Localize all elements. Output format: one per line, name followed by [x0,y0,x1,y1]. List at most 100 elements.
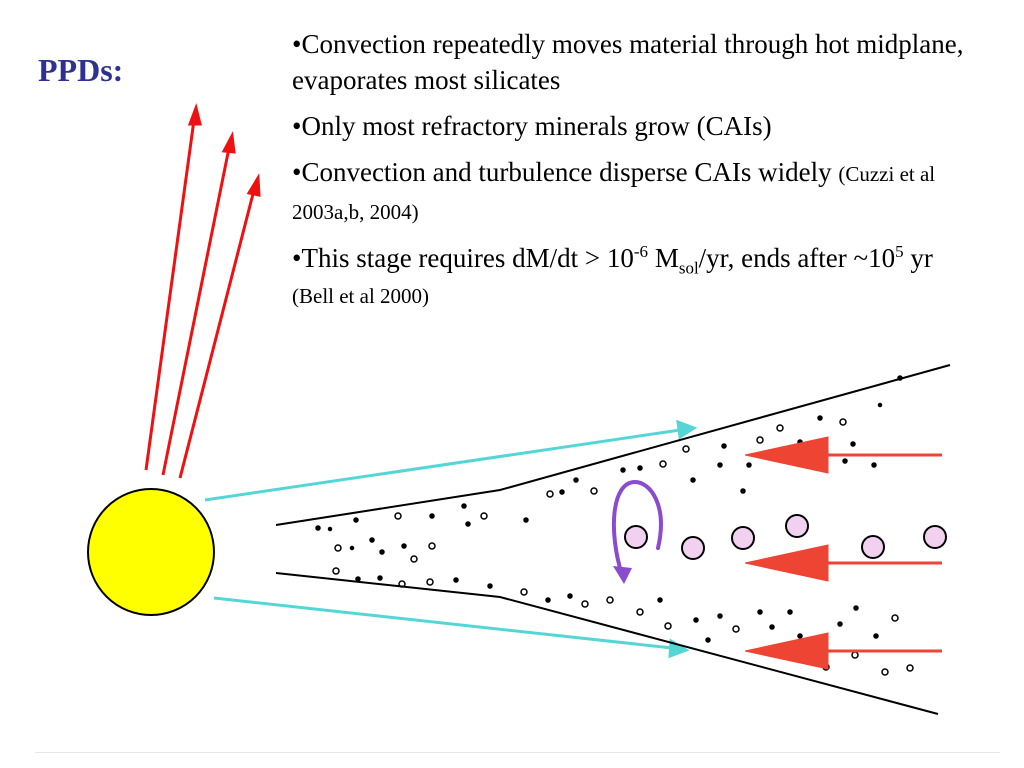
dust-grain [637,465,643,471]
dust-grain [850,441,856,447]
dust-grain [379,549,385,555]
dust-grain [636,608,644,616]
dust-particles [315,375,914,676]
dust-grain [797,633,803,639]
dust-grain [401,543,407,549]
dust-grain [705,637,711,643]
dust-grain [355,576,361,582]
bullet-text: Convection repeatedly moves material thr… [292,29,964,95]
bullet-citation: (Bell et al 2000) [292,284,430,308]
slide-title: PPDs: [38,52,124,88]
dust-grain [581,600,589,608]
dust-grain [891,614,899,622]
dust-grain [732,625,740,633]
disk-upper-edge [275,364,951,526]
bullet-list: •Convection repeatedly moves material th… [292,26,972,324]
dust-grain [428,542,436,550]
dust-grain [334,544,342,552]
inflow-arrows [744,436,942,670]
inflow-arrow-lower [744,632,942,670]
dust-grain [461,503,467,509]
cai [785,514,809,538]
inflow-arrow-middle [744,544,942,582]
dust-grain [659,460,667,468]
dust-grain [567,593,573,599]
dust-grain [606,596,614,604]
cai [731,526,755,550]
bullet-refractory-minerals: •Only most refractory minerals grow (CAI… [292,108,972,144]
dust-grain [426,578,434,586]
dust-grain [873,633,879,639]
radiation-arrow [161,131,236,476]
dust-grain [746,462,752,468]
dust-grain [480,512,488,520]
dust-grain [410,555,418,563]
dust-grain [897,375,903,381]
bullet-text: M [648,243,679,273]
bullet-marker: • [292,29,302,59]
dust-grain [842,458,848,464]
subscript: sol [678,258,699,278]
star [87,488,215,616]
dust-grain [851,651,859,659]
dust-grain [756,436,764,444]
disk-outline [275,364,951,715]
footer-divider [35,752,1000,753]
dust-grain [839,418,847,426]
cai [861,535,885,559]
cai-particles [624,514,947,560]
cai [923,525,947,549]
dust-grain [906,664,914,672]
dust-grain [573,477,579,483]
dust-grain [690,477,696,483]
dust-grain [377,575,383,581]
bullet-marker: • [292,157,302,187]
dust-grain [853,605,859,611]
dust-grain [776,424,784,432]
cyan-arrow-upper [204,419,698,502]
bullet-text: yr [903,243,933,273]
dust-grain [693,617,699,623]
dust-grain [545,597,551,603]
cyan-arrows [204,419,698,659]
radiation-arrow [178,173,261,479]
bullet-citation: (Cuzzi et al 2003a,b, 2004) [292,162,936,224]
dust-grain [369,537,375,543]
bullet-text: This stage requires dM/dt > 10 [301,243,634,273]
dust-grain [465,521,471,527]
dust-grain [787,609,793,615]
dust-grain [353,517,359,523]
bullet-cai-dispersal: •Convection and turbulence disperse CAIs… [292,154,972,230]
cai [681,536,705,560]
dust-grain [877,402,883,408]
dust-grain [546,490,554,498]
dust-grain [394,512,402,520]
dust-grain [740,488,746,494]
dust-grain [837,621,843,627]
dust-grain [349,545,355,551]
dust-grain [817,415,823,421]
dust-grain [429,513,435,519]
bullet-convection-midplane: •Convection repeatedly moves material th… [292,26,972,98]
dust-grain [717,613,723,619]
dust-grain [769,624,775,630]
dust-grain [453,577,459,583]
dust-grain [332,567,340,575]
dust-grain [559,489,565,495]
dust-grain [487,583,493,589]
dust-grain [871,462,877,468]
radiation-arrows [144,102,261,479]
cai [624,525,648,549]
dust-grain [315,525,321,531]
bullet-stage-requirement: •This stage requires dM/dt > 10-6 Msol/y… [292,240,972,314]
dust-grain [590,487,598,495]
dust-grain [523,517,529,523]
dust-grain [327,526,333,532]
bullet-text: Only most refractory minerals grow (CAIs… [301,111,772,141]
bullet-text: Convection and turbulence disperse CAIs … [301,157,839,187]
dust-grain [620,467,626,473]
dust-grain [881,668,889,676]
dust-grain [721,443,727,449]
dust-grain [757,609,763,615]
